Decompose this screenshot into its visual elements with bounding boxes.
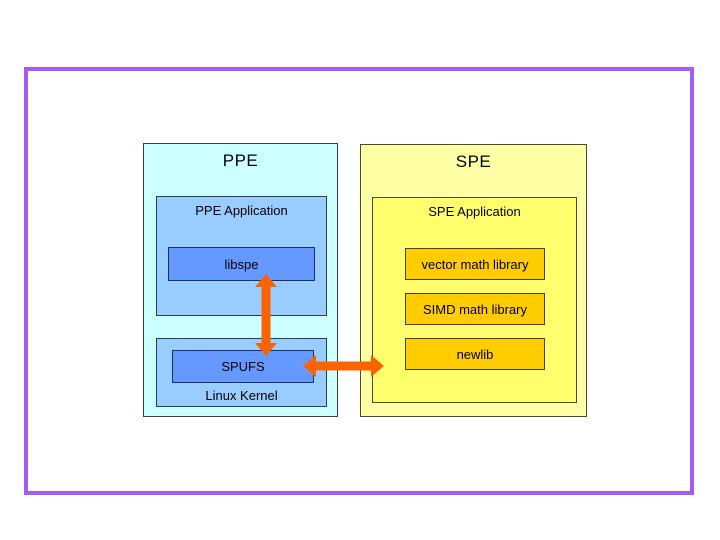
ppe-application-label: PPE Application xyxy=(195,203,288,218)
spe-application-box: SPE Application vector math library SIMD… xyxy=(372,197,577,403)
simd-math-library-label: SIMD math library xyxy=(422,301,528,317)
ppe-box: PPE PPE Application libspe SPUFS Linux K… xyxy=(143,143,338,417)
spe-box: SPE SPE Application vector math library … xyxy=(360,144,587,417)
libspe-box: libspe xyxy=(168,247,315,281)
ppe-title: PPE xyxy=(222,151,259,170)
slide-border-frame xyxy=(24,67,694,495)
ppe-application-box: PPE Application libspe xyxy=(156,196,327,316)
newlib-box: newlib xyxy=(405,338,545,370)
vector-math-library-box: vector math library xyxy=(405,248,545,280)
simd-math-library-box: SIMD math library xyxy=(405,293,545,325)
spe-title: SPE xyxy=(455,152,492,171)
linux-kernel-label: Linux Kernel xyxy=(205,388,278,403)
libspe-label: libspe xyxy=(224,256,259,272)
spufs-label: SPUFS xyxy=(221,359,265,374)
vector-math-library-label: vector math library xyxy=(421,256,529,272)
newlib-label: newlib xyxy=(456,346,494,362)
spe-application-label: SPE Application xyxy=(428,204,521,219)
linux-kernel-box: SPUFS Linux Kernel xyxy=(156,338,327,407)
spufs-box: SPUFS xyxy=(172,350,314,383)
